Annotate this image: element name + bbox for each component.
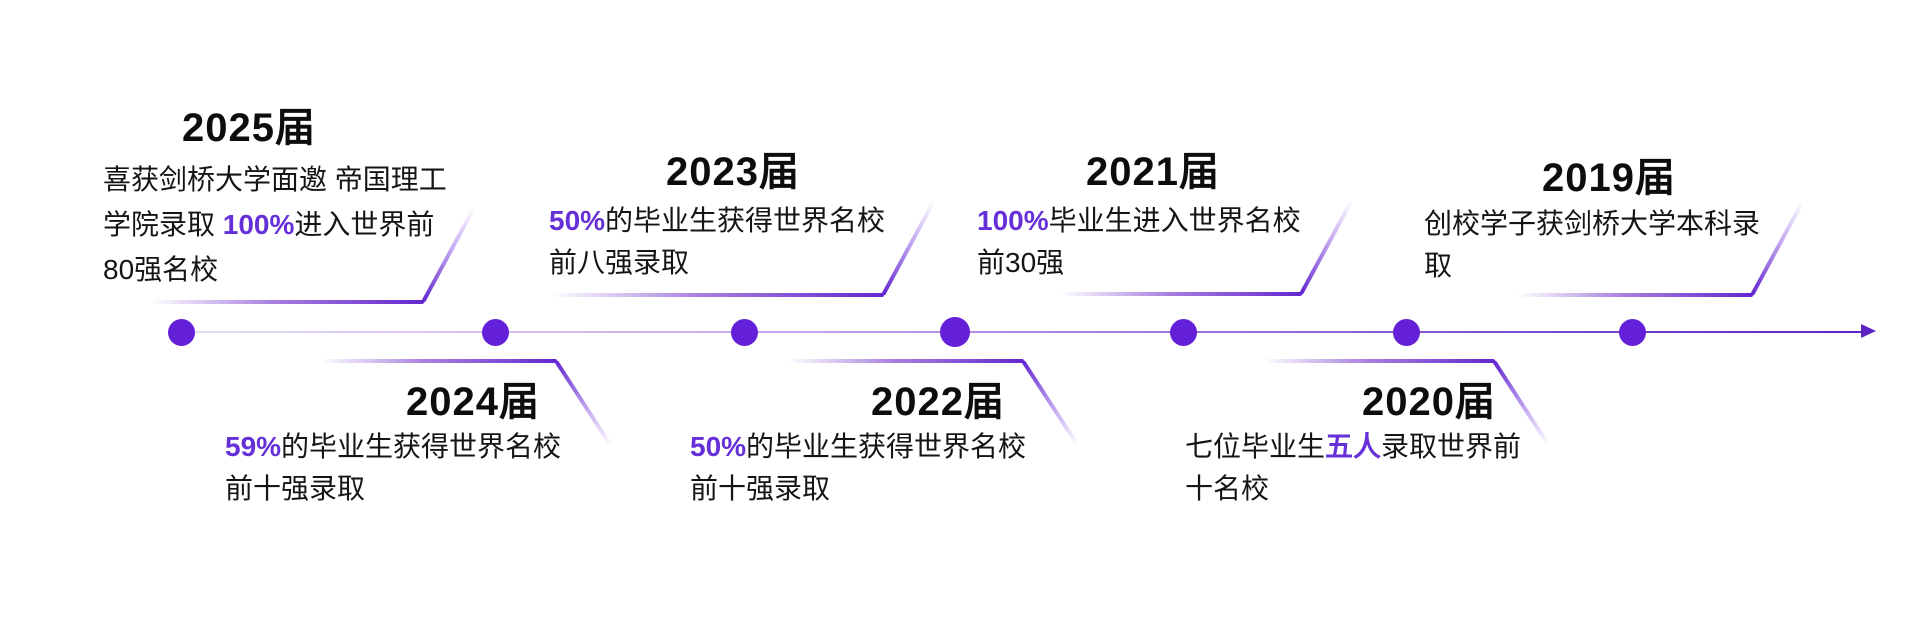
description-highlight: 50% <box>690 431 747 462</box>
description-text: 录取世界前十名校 <box>1185 431 1522 504</box>
event-year-2021: 2021届 <box>1086 150 1220 194</box>
connector-line-horizontal <box>150 300 424 305</box>
event-year-2024: 2024届 <box>406 380 540 424</box>
description-text: 毕业生进入世界名校前30强 <box>977 205 1301 278</box>
description-highlight: 100% <box>222 209 295 240</box>
description-highlight: 100% <box>977 205 1049 236</box>
description-highlight: 五人 <box>1325 431 1382 462</box>
timeline-dot <box>940 317 970 347</box>
event-year-2025: 2025届 <box>182 106 316 150</box>
description-text: 喜获剑桥大学面邀 帝国理工学院录取 <box>103 164 447 240</box>
description-text: 的毕业生获得世界名校前八强录取 <box>549 205 886 278</box>
timeline-dot <box>1169 318 1197 346</box>
description-highlight: 50% <box>549 205 606 236</box>
timeline-dot <box>167 318 195 346</box>
event-year-2019: 2019届 <box>1542 156 1676 200</box>
connector-line-horizontal <box>320 359 557 364</box>
timeline-dot <box>481 318 509 346</box>
event-description-2022: 50%的毕业生获得世界名校前十强录取 <box>690 426 1040 510</box>
description-text: 七位毕业生 <box>1185 431 1326 462</box>
event-description-2025: 喜获剑桥大学面邀 帝国理工学院录取 100%进入世界前80强名校 <box>103 157 455 292</box>
timeline-dot <box>1618 318 1646 346</box>
connector-line-horizontal <box>1060 292 1302 297</box>
description-highlight: 59% <box>225 431 282 462</box>
timeline-dot <box>1392 318 1420 346</box>
description-text: 的毕业生获得世界名校前十强录取 <box>225 431 562 504</box>
timeline-dot <box>730 318 758 346</box>
connector-line-horizontal <box>1262 359 1495 364</box>
event-description-2023: 50%的毕业生获得世界名校前八强录取 <box>549 200 899 284</box>
event-year-2020: 2020届 <box>1362 380 1496 424</box>
description-text: 创校学子获剑桥大学本科录取 <box>1424 208 1761 281</box>
timeline-axis <box>185 330 1863 334</box>
event-year-2023: 2023届 <box>666 150 800 194</box>
event-description-2020: 七位毕业生五人录取世界前十名校 <box>1185 426 1535 510</box>
description-text: 的毕业生获得世界名校前十强录取 <box>690 431 1027 504</box>
description-text: 进入世界前80强名校 <box>103 209 435 285</box>
event-description-2019: 创校学子获剑桥大学本科录取 <box>1424 203 1774 287</box>
event-description-2024: 59%的毕业生获得世界名校前十强录取 <box>225 426 575 510</box>
event-year-2022: 2022届 <box>871 380 1005 424</box>
connector-line-horizontal <box>788 359 1024 364</box>
event-description-2021: 100%毕业生进入世界名校前30强 <box>977 200 1327 284</box>
connector-line-horizontal <box>550 293 884 298</box>
timeline-arrow-icon <box>1861 324 1876 339</box>
connector-line-horizontal <box>1517 293 1753 298</box>
